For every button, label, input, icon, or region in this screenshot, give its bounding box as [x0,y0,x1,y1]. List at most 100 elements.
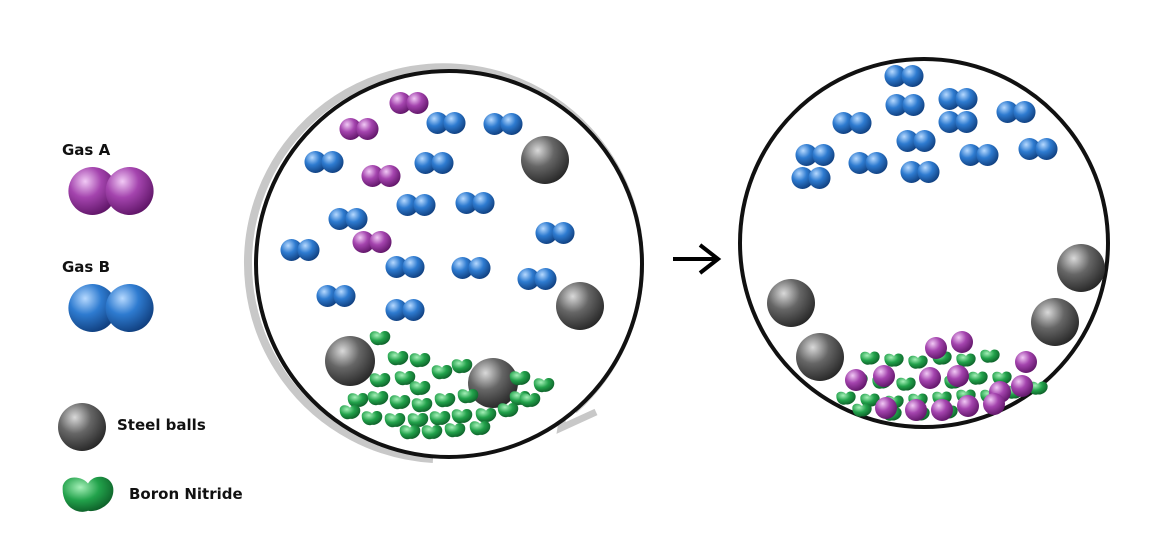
gas-b-molecule [396,194,436,216]
gas-b-molecule [455,192,495,214]
boron-nitride-particle [884,353,904,367]
steel-ball [1057,244,1105,292]
steel-ball [58,403,106,451]
steel-ball [556,282,604,330]
boron-nitride-particle [421,425,443,440]
boron-nitride-particle [347,393,369,408]
legend [58,167,154,512]
gas-a-atom [951,331,973,353]
legend-label-gas-a: Gas A [62,141,111,159]
boron-nitride-particle [533,378,555,393]
boron-nitride-particle [409,381,431,396]
boron-nitride-particle [369,331,391,346]
gas-b-molecule [280,239,320,261]
boron-nitride-particle [369,373,391,388]
boron-nitride-particle [509,371,531,386]
boron-nitride-particle [407,413,429,428]
boron-nitride-particle [457,389,479,404]
gas-b-molecule [517,268,557,290]
boron-nitride-particle [361,411,383,426]
gas-a-molecule [352,231,392,253]
gas-a-molecule [389,92,429,114]
steel-ball [325,336,375,386]
gas-b-molecule [426,112,466,134]
gas-a-atom [875,397,897,419]
boron-nitride-particle [429,411,451,426]
gas-b-molecule [938,88,978,110]
boron-nitride-particle [409,353,431,368]
gas-b-molecule [795,144,835,166]
boron-nitride-particle [431,365,453,380]
gas-b-molecule [832,112,872,134]
boron-nitride-particle [399,425,421,440]
boron-nitride-particle [389,395,411,410]
boron-nitride-particle [62,476,114,512]
boron-nitride-particle [908,355,928,369]
steel-ball [796,333,844,381]
gas-b-molecule [900,161,940,183]
boron-nitride-particle [519,393,541,408]
boron-nitride-particle [451,409,473,424]
gas-a-molecule [361,165,401,187]
legend-label-gas-b: Gas B [62,258,111,276]
gas-b-molecule [938,111,978,133]
gas-b-molecule [996,101,1036,123]
steel-ball [767,279,815,327]
boron-nitride-particle [394,371,416,386]
steel-ball [468,358,518,408]
steel-ball [521,136,569,184]
boron-nitride-particle [475,408,497,423]
legend-label-boron-nitride: Boron Nitride [129,485,243,503]
boron-nitride-particle [968,371,988,385]
gas-b-molecule [316,285,356,307]
boron-nitride-particle [852,403,872,417]
gas-b-molecule [304,151,344,173]
boron-nitride-particle [434,393,456,408]
gas-b-icon [68,284,154,332]
gas-b-molecule [385,299,425,321]
gas-b-molecule [959,144,999,166]
boron-nitride-particle [956,353,976,367]
gas-b-molecule [535,222,575,244]
gas-a-atom [925,337,947,359]
left-vessel-contents [280,92,604,440]
boron-nitride-particle [384,413,406,428]
gas-a-atom [931,399,953,421]
legend-label-steel-balls: Steel balls [117,416,206,434]
steel-ball [1031,298,1079,346]
boron-nitride-particle [469,421,491,436]
gas-a-atom [1011,375,1033,397]
boron-nitride-particle [451,359,473,374]
boron-nitride-particle [1028,381,1048,395]
right-vessel-contents [767,65,1105,421]
boron-nitride-particle [980,349,1000,363]
gas-b-molecule [328,208,368,230]
boron-nitride-particle [411,398,433,413]
boron-nitride-particle [497,403,519,418]
gas-b-molecule [414,152,454,174]
gas-a-atom [957,395,979,417]
gas-a-atom [947,365,969,387]
gas-a-atom [1015,351,1037,373]
gas-a-atom [845,369,867,391]
gas-b-molecule [483,113,523,135]
gas-a-atom [983,393,1005,415]
gas-a-atom [873,365,895,387]
gas-b-molecule [884,65,924,87]
boron-nitride-particle [836,391,856,405]
gas-a-molecule [339,118,379,140]
gas-b-molecule [385,256,425,278]
gas-b-molecule [885,94,925,116]
boron-nitride-particle [860,351,880,365]
gas-b-molecule [896,130,936,152]
gas-a-atom [919,367,941,389]
boron-nitride-particle [896,377,916,391]
gas-b-molecule [848,152,888,174]
gas-a-icon [68,167,154,215]
gas-b-molecule [1018,138,1058,160]
boron-nitride-particle [367,391,389,406]
boron-nitride-particle [339,405,361,420]
gas-b-molecule [791,167,831,189]
boron-nitride-particle [860,393,880,407]
